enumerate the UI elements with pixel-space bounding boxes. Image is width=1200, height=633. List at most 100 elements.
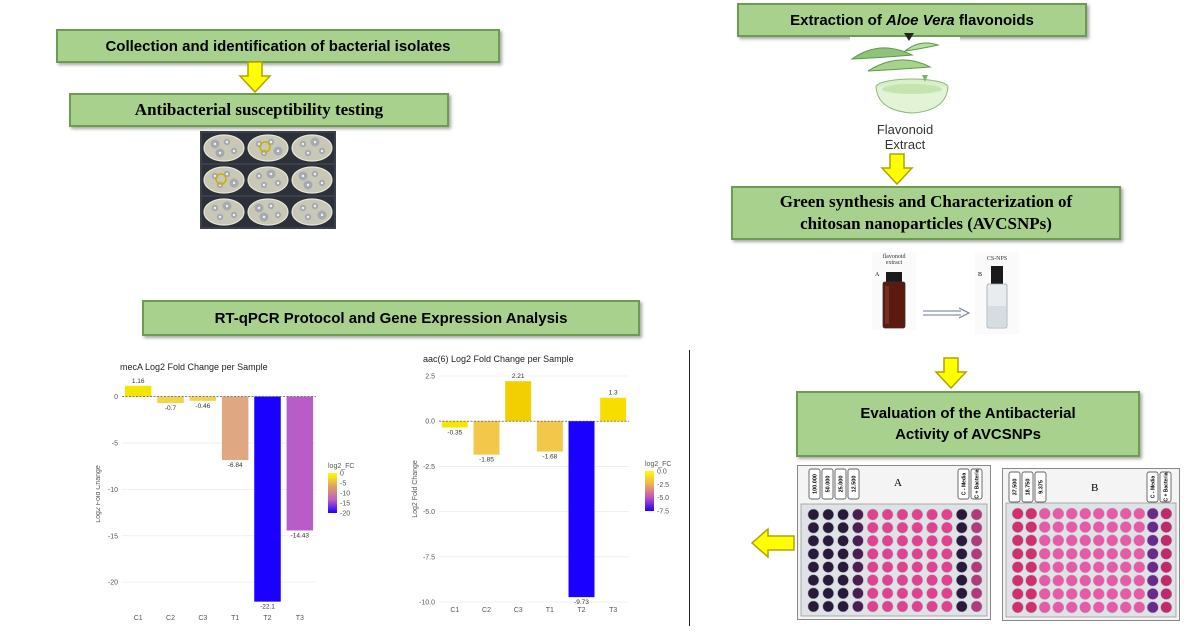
bar-value-label: -22.1 <box>260 604 275 611</box>
plate-well <box>955 561 968 573</box>
concentration-label: 25.000 <box>839 476 845 493</box>
antibiotic-disc <box>269 204 273 208</box>
plate-well <box>1146 574 1159 587</box>
plate-well <box>822 600 835 613</box>
concentration-label: 12.500 <box>852 476 858 493</box>
bar <box>536 421 563 452</box>
plate-well <box>926 521 938 534</box>
chart-title: mecA Log2 Fold Change per Sample <box>120 362 268 372</box>
plate-well <box>955 521 968 534</box>
legend-tick: -15 <box>340 501 350 508</box>
plate-well <box>941 574 953 586</box>
plate-well <box>1092 534 1105 547</box>
aloe-leaf-icon <box>850 42 949 114</box>
control-tag <box>957 468 970 500</box>
control-tag <box>970 468 983 500</box>
plate-well <box>1160 507 1173 520</box>
y-tick-label: -7.5 <box>423 554 435 561</box>
plate-well <box>807 521 820 534</box>
antibiotic-disc <box>269 140 273 144</box>
plate-well <box>881 508 894 521</box>
antibiotic-disc <box>276 149 280 153</box>
x-tick-label: C2 <box>482 607 491 614</box>
plate-well <box>1119 534 1132 547</box>
plate-well <box>822 574 835 586</box>
plate-well <box>1011 507 1024 520</box>
plate-well <box>1106 574 1119 587</box>
plate-well <box>1025 561 1038 574</box>
legend-tick: -5.0 <box>657 495 669 502</box>
step-rtqpcr: RT-qPCR Protocol and Gene Expression Ana… <box>142 300 640 336</box>
plate-well <box>807 561 820 573</box>
step-rtqpcr-label: RT-qPCR Protocol and Gene Expression Ana… <box>214 309 568 327</box>
bar <box>124 385 152 397</box>
plate-well <box>1052 534 1065 547</box>
plate-well <box>896 600 909 613</box>
plate-well <box>1079 521 1092 533</box>
chart-title: aac(6) Log2 Fold Change per Sample <box>423 354 574 364</box>
colony-ring <box>259 141 271 153</box>
plate-well <box>1146 534 1159 547</box>
concentration-tag <box>808 468 821 500</box>
plate-well <box>1119 507 1132 520</box>
plate-well <box>1079 561 1092 574</box>
step-susceptibility: Antibacterial susceptibility testing <box>69 93 449 127</box>
plate-well <box>807 548 820 560</box>
plate-well <box>911 574 924 586</box>
x-tick-label: T1 <box>546 607 554 614</box>
plate-well <box>896 548 909 560</box>
plate-well <box>807 535 820 547</box>
plate-well <box>1011 588 1024 600</box>
bar <box>157 396 184 404</box>
concentration-tag <box>834 468 847 500</box>
plate-well <box>866 574 879 586</box>
plate-well <box>1160 561 1173 574</box>
bar-value-label: 2.21 <box>512 373 525 380</box>
plate-well <box>1160 574 1173 587</box>
concentration-tag <box>821 468 834 500</box>
plate-well <box>1119 588 1132 600</box>
plate-well <box>1079 547 1092 560</box>
plate-well <box>1119 521 1132 533</box>
plate-well <box>955 508 968 521</box>
petri-dish <box>203 134 245 162</box>
bar-value-label: -1.85 <box>479 457 494 464</box>
legend-tick: -10 <box>340 491 350 498</box>
plate-well <box>881 535 894 547</box>
legend-colorbar <box>645 471 654 511</box>
plate-well <box>1133 521 1146 533</box>
antibiotic-disc <box>306 151 310 155</box>
plate-well <box>911 508 924 521</box>
step-collection-label: Collection and identification of bacteri… <box>105 37 451 55</box>
plate-well <box>1038 588 1051 600</box>
x-tick-label: T2 <box>577 607 585 614</box>
bar <box>221 396 249 461</box>
plate-well <box>1106 521 1119 533</box>
antibiotic-disc <box>213 206 217 210</box>
step-collection: Collection and identification of bacteri… <box>56 29 500 63</box>
antibiotic-disc <box>301 174 305 178</box>
plate-well <box>837 587 849 600</box>
plate-well <box>822 535 835 547</box>
plate-well <box>866 535 879 547</box>
plate-well <box>1065 521 1078 533</box>
plate-well <box>837 561 849 573</box>
antibiotic-disc <box>257 174 261 178</box>
plate-well <box>896 508 909 521</box>
x-tick-label: T3 <box>609 607 617 614</box>
concentration-label: 9.375 <box>1039 480 1045 494</box>
plate-well <box>1038 534 1051 547</box>
plate-well <box>822 587 835 600</box>
plate-well <box>911 535 924 547</box>
plate-well <box>837 600 849 613</box>
plate-well <box>911 521 924 534</box>
plate-well <box>1025 507 1038 520</box>
antibiotic-disc <box>320 213 324 217</box>
plate-well <box>1106 547 1119 560</box>
plate-well <box>822 521 835 534</box>
plate-well <box>896 535 909 547</box>
concentration-tag <box>1021 471 1034 503</box>
antibiotic-disc <box>257 206 261 210</box>
plate-well <box>896 574 909 586</box>
